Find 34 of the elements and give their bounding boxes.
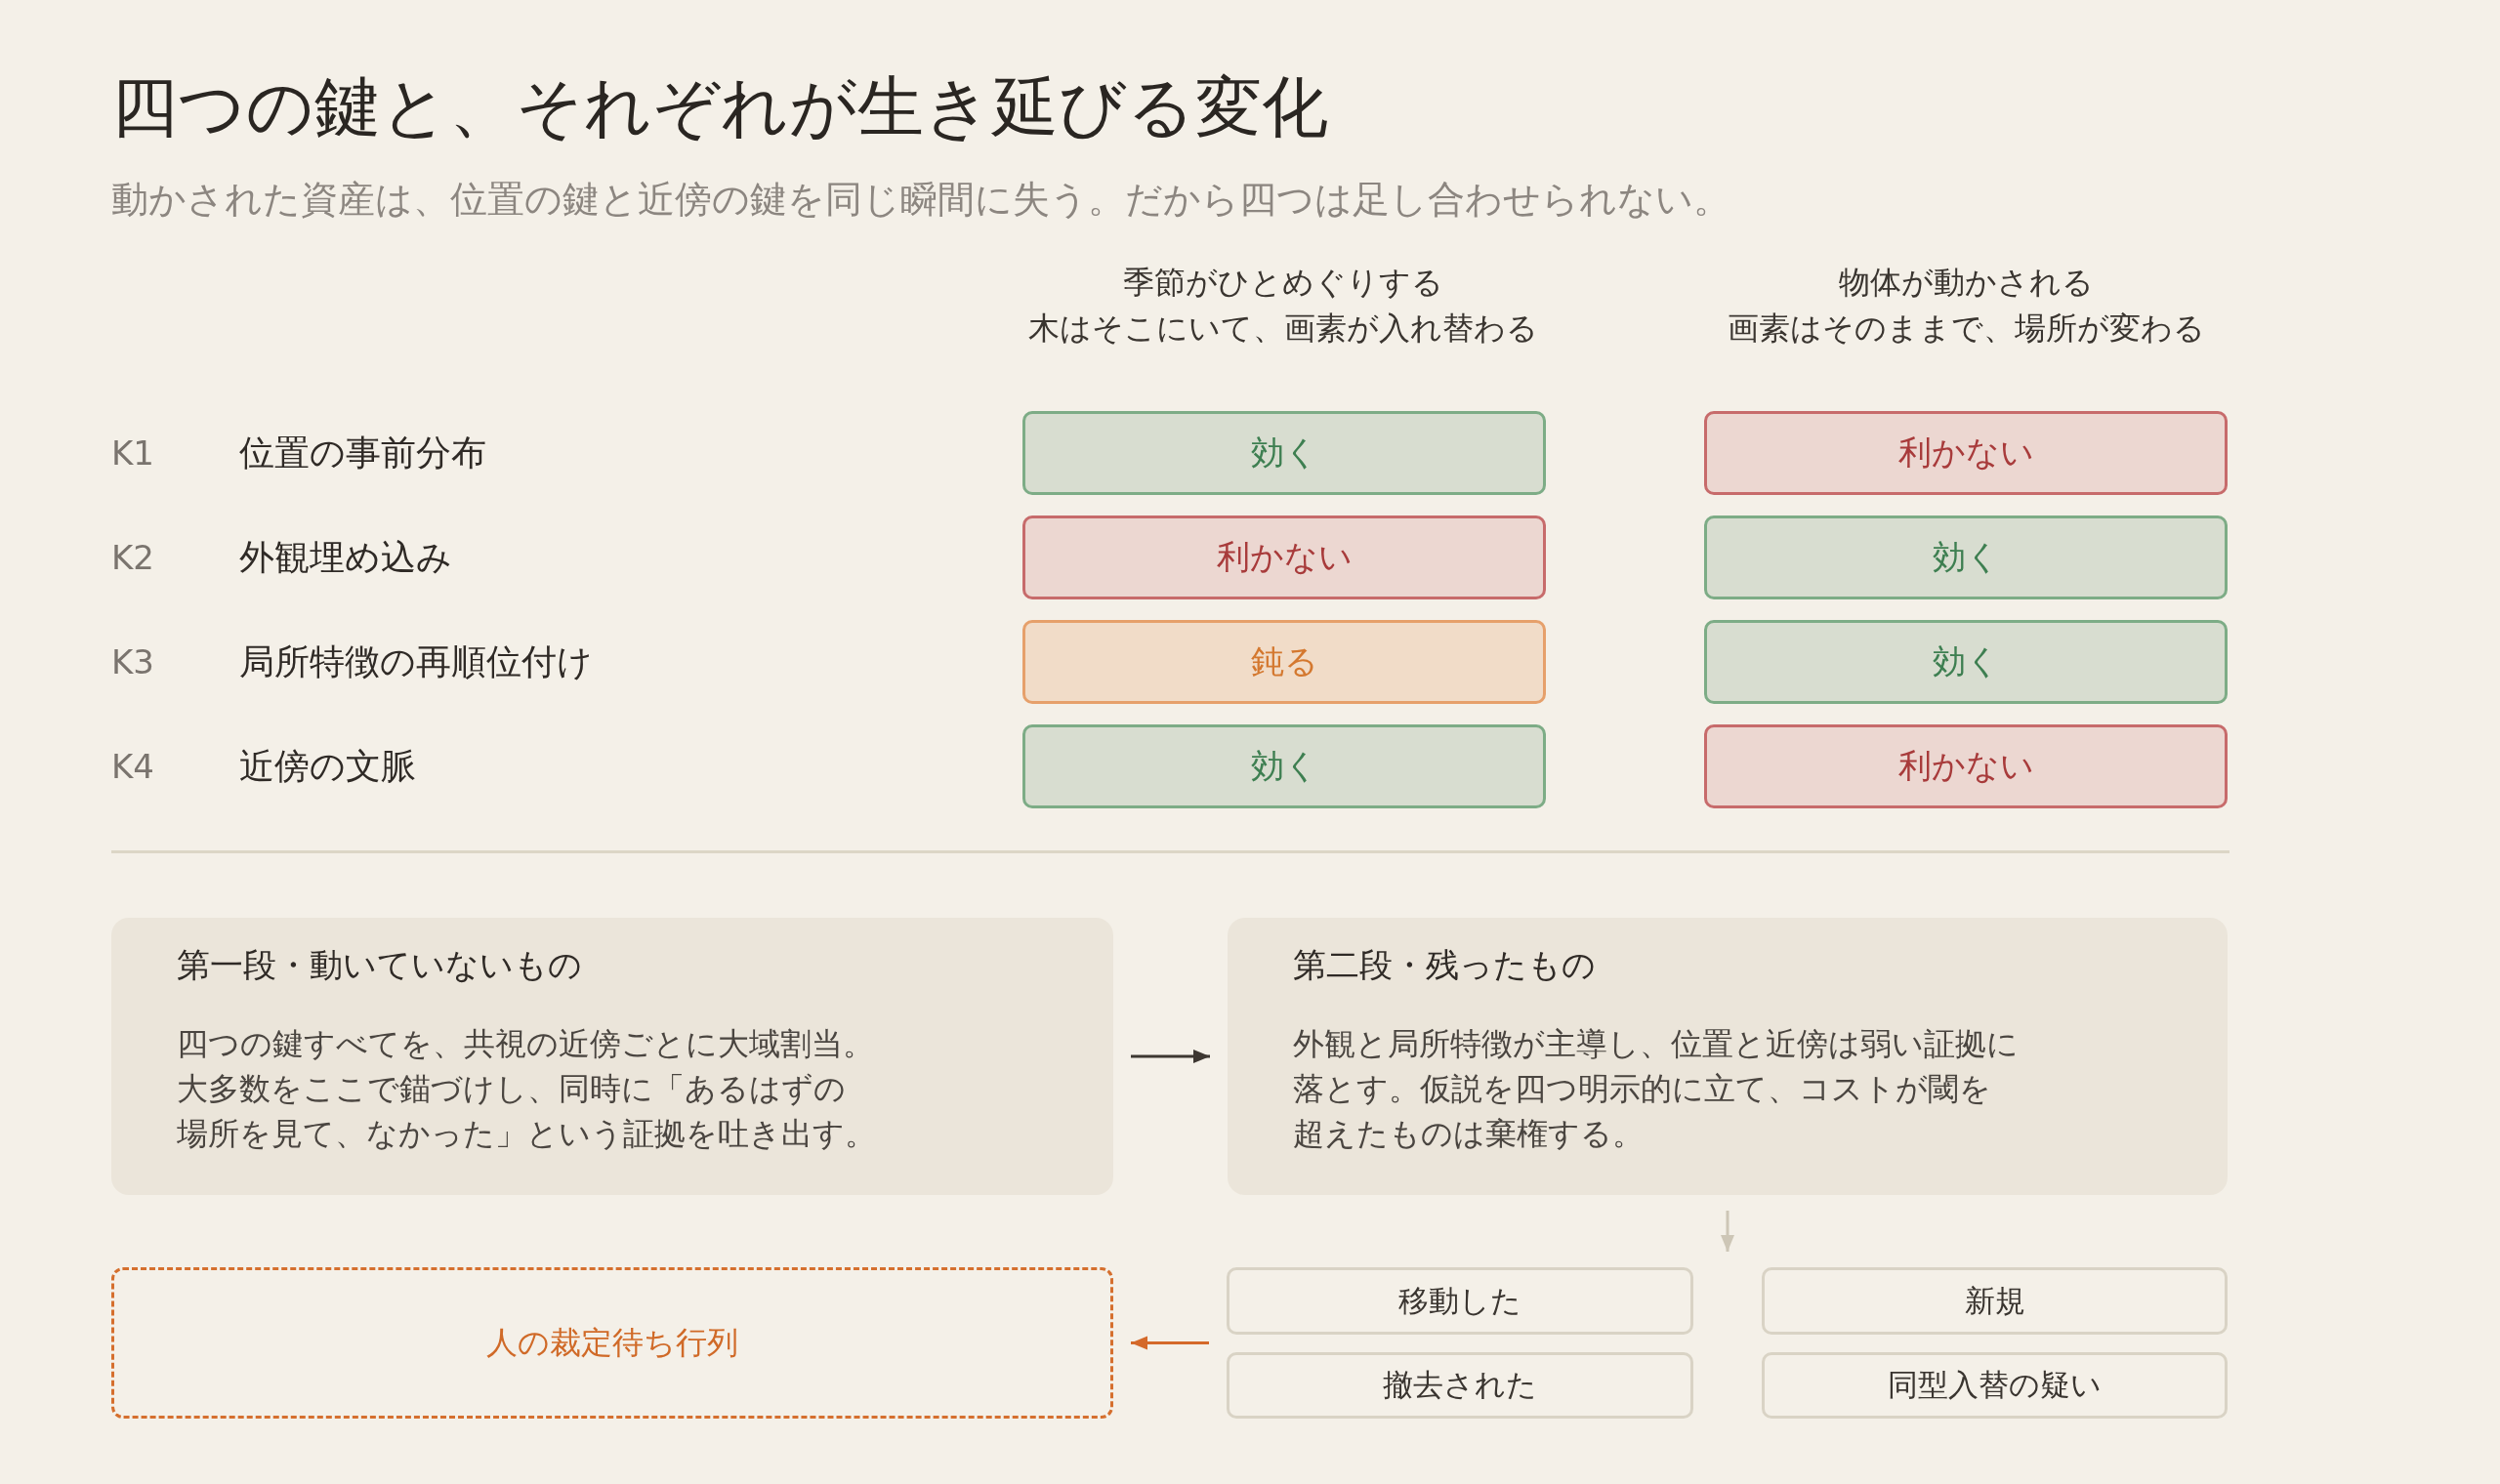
- key-id: K3: [111, 641, 154, 683]
- arrow: [1131, 1050, 1210, 1063]
- key-name: 局所特徴の再順位付け: [239, 640, 593, 683]
- verdict-box: 利かない: [1704, 724, 2228, 808]
- column-header: 画素はそのままで、場所が変わる: [1727, 309, 2205, 349]
- verdict-box: 効く: [1704, 620, 2228, 704]
- verdict-box: 利かない: [1022, 515, 1546, 599]
- queue-box: 人の裁定待ち行列: [111, 1267, 1113, 1419]
- verdict-box: 利かない: [1704, 411, 2228, 495]
- arrow: [1721, 1211, 1734, 1252]
- key-id: K2: [111, 537, 154, 579]
- title: 四つの鍵と、それぞれが生き延びる変化: [111, 67, 1328, 147]
- verdict-box: 効く: [1022, 411, 1546, 495]
- stage-description: 四つの鍵すべてを、共視の近傍ごとに大域割当。大多数をここで錨づけし、同時に「あるはずの場所を見て、なかった」という証拠を吐き出す。: [177, 1024, 877, 1154]
- column-header: 木はそこにいて、画素が入れ替わる: [1028, 309, 1538, 349]
- arrow: [1131, 1336, 1209, 1350]
- key-name: 外観埋め込み: [239, 536, 452, 579]
- verdict-box: 効く: [1704, 515, 2228, 599]
- outcome-box: 撤去された: [1227, 1352, 1693, 1419]
- key-id: K1: [111, 433, 154, 474]
- key-name: 近傍の文脈: [239, 745, 416, 788]
- subtitle: 動かされた資産は、位置の鍵と近傍の鍵を同じ瞬間に失う。だから四つは足し合わせられない。: [111, 177, 1730, 223]
- outcome-box: 同型入替の疑い: [1762, 1352, 2228, 1419]
- key-id: K4: [111, 746, 154, 788]
- key-name: 位置の事前分布: [239, 432, 486, 474]
- outcome-box: 新規: [1762, 1267, 2228, 1335]
- verdict-box: 鈍る: [1022, 620, 1546, 704]
- stage-description: 外観と局所特徴が主導し、位置と近傍は弱い証拠に落とす。仮説を四つ明示的に立て、コストが閾を超えたものは棄権する。: [1293, 1024, 2020, 1154]
- column-header: 物体が動かされる: [1838, 263, 2094, 303]
- outcome-box: 移動した: [1227, 1267, 1693, 1335]
- stage-heading: 第二段・残ったもの: [1293, 944, 1596, 986]
- stage-heading: 第一段・動いていないもの: [177, 944, 582, 986]
- column-header: 季節がひとめぐりする: [1123, 263, 1443, 303]
- verdict-box: 効く: [1022, 724, 1546, 808]
